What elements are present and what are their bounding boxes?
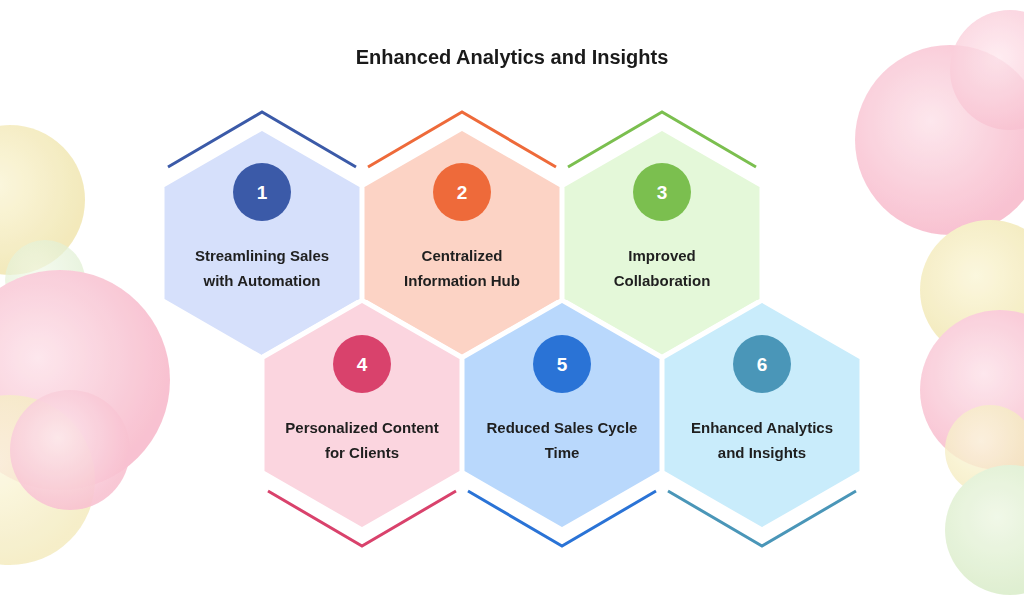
card-label: Personalized Content for Clients [282, 415, 442, 465]
number-circle: 4 [333, 335, 391, 393]
callout-number: 6 [757, 355, 768, 374]
card-label: Streamlining Sales with Automation [182, 243, 342, 293]
callout-number: 1 [257, 183, 268, 202]
hexagon-card: Reduced Sales Cycle Time 5 [462, 300, 662, 530]
hexagon-card: Enhanced Analytics and Insights 6 [662, 300, 862, 530]
callout-number: 2 [457, 183, 468, 202]
callout-number: 4 [357, 355, 368, 374]
right-blobs [855, 10, 1024, 595]
number-circle: 3 [633, 163, 691, 221]
card-label: Improved Collaboration [582, 243, 742, 293]
card-label: Reduced Sales Cycle Time [482, 415, 642, 465]
number-circle: 2 [433, 163, 491, 221]
number-circle: 5 [533, 335, 591, 393]
hexagon-card: Personalized Content for Clients 4 [262, 300, 462, 530]
callout-number: 3 [657, 183, 668, 202]
card-label: Enhanced Analytics and Insights [682, 415, 842, 465]
callout-number: 5 [557, 355, 568, 374]
number-circle: 1 [233, 163, 291, 221]
diagram-title: Enhanced Analytics and Insights [0, 46, 1024, 69]
left-blobs [0, 125, 170, 565]
number-circle: 6 [733, 335, 791, 393]
card-label: Centralized Information Hub [382, 243, 542, 293]
